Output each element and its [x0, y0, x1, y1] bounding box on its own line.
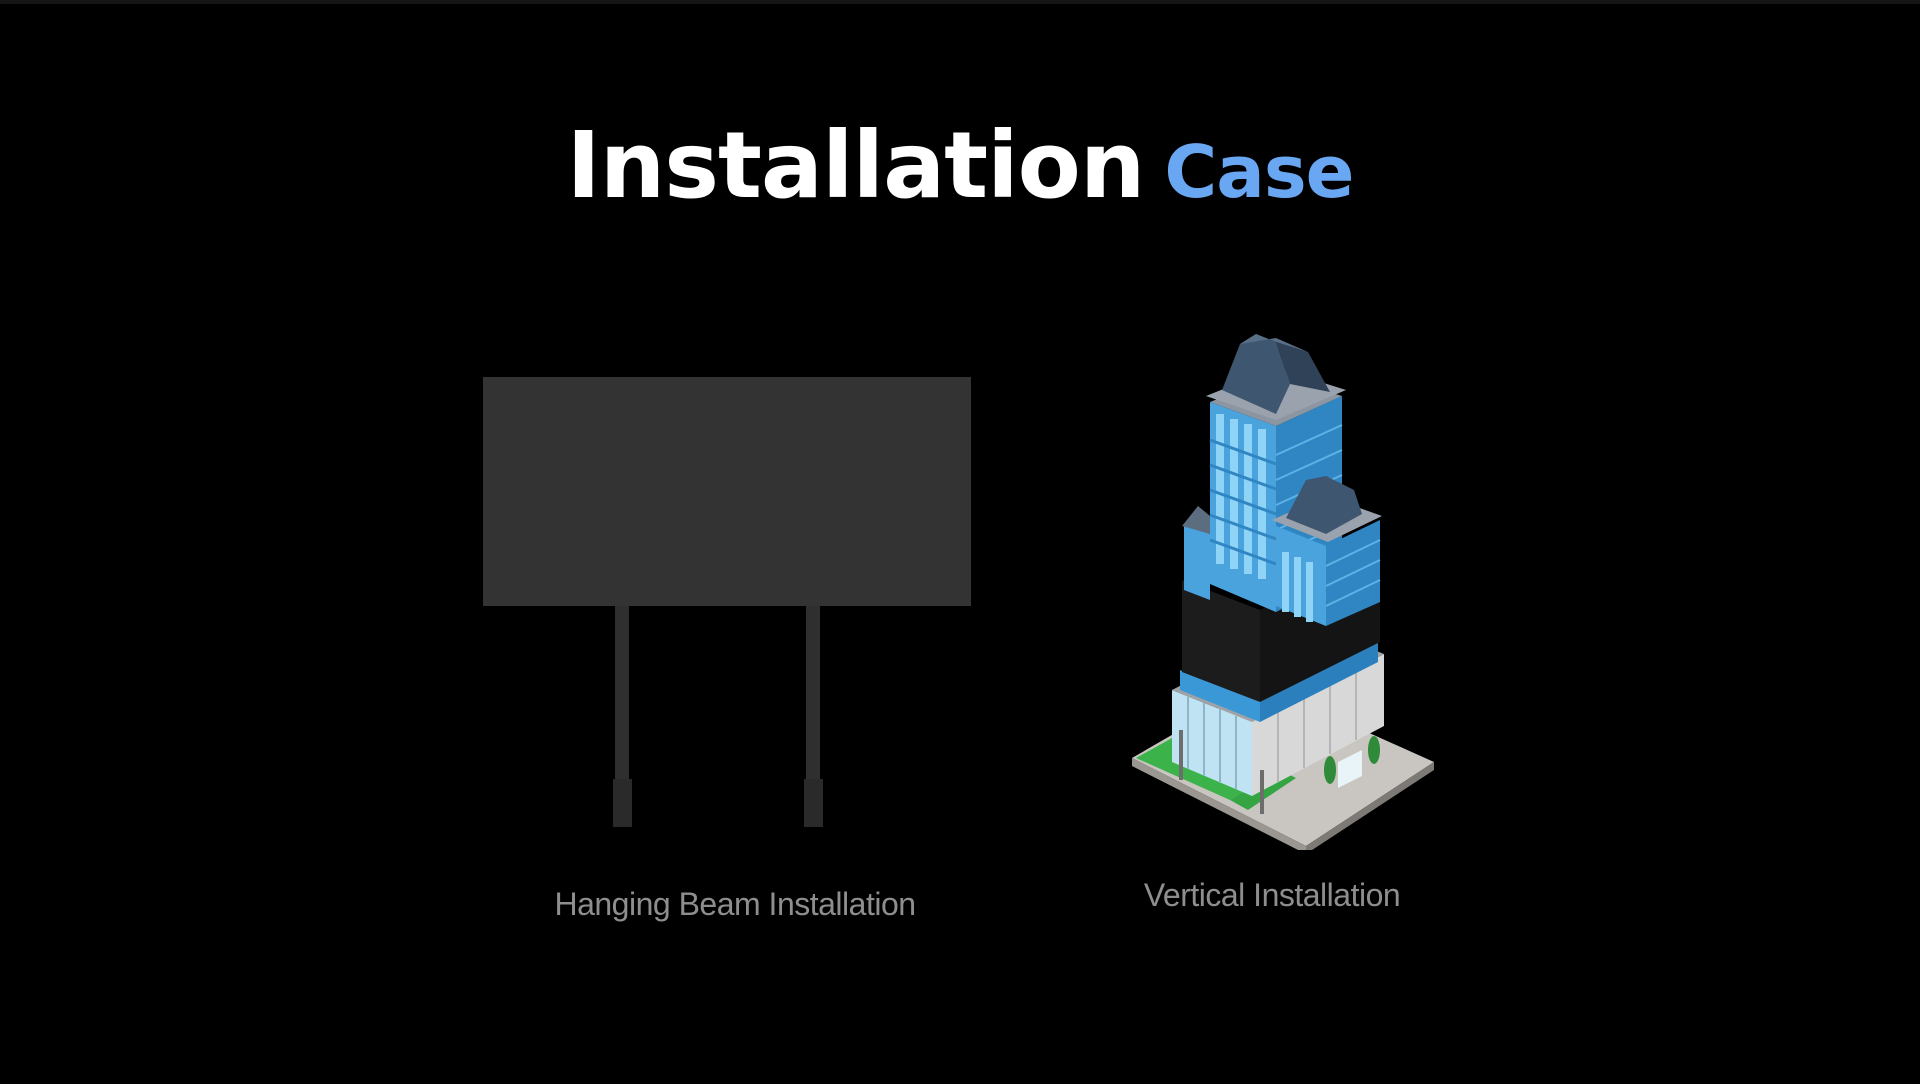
billboard-foot-right [804, 779, 823, 827]
billboard-post-left [615, 606, 629, 781]
billboard-panel [483, 377, 971, 606]
billboard-icon [483, 377, 971, 827]
caption-hanging-beam: Hanging Beam Installation [554, 886, 916, 922]
title-accent: Case [1164, 130, 1354, 214]
billboard-foot-left [613, 779, 632, 827]
building-icon [1130, 330, 1450, 850]
title-main: Installation [566, 112, 1145, 219]
window-edge [0, 0, 1920, 4]
caption-vertical: Vertical Installation [1143, 877, 1401, 913]
billboard-post-right [806, 606, 820, 781]
